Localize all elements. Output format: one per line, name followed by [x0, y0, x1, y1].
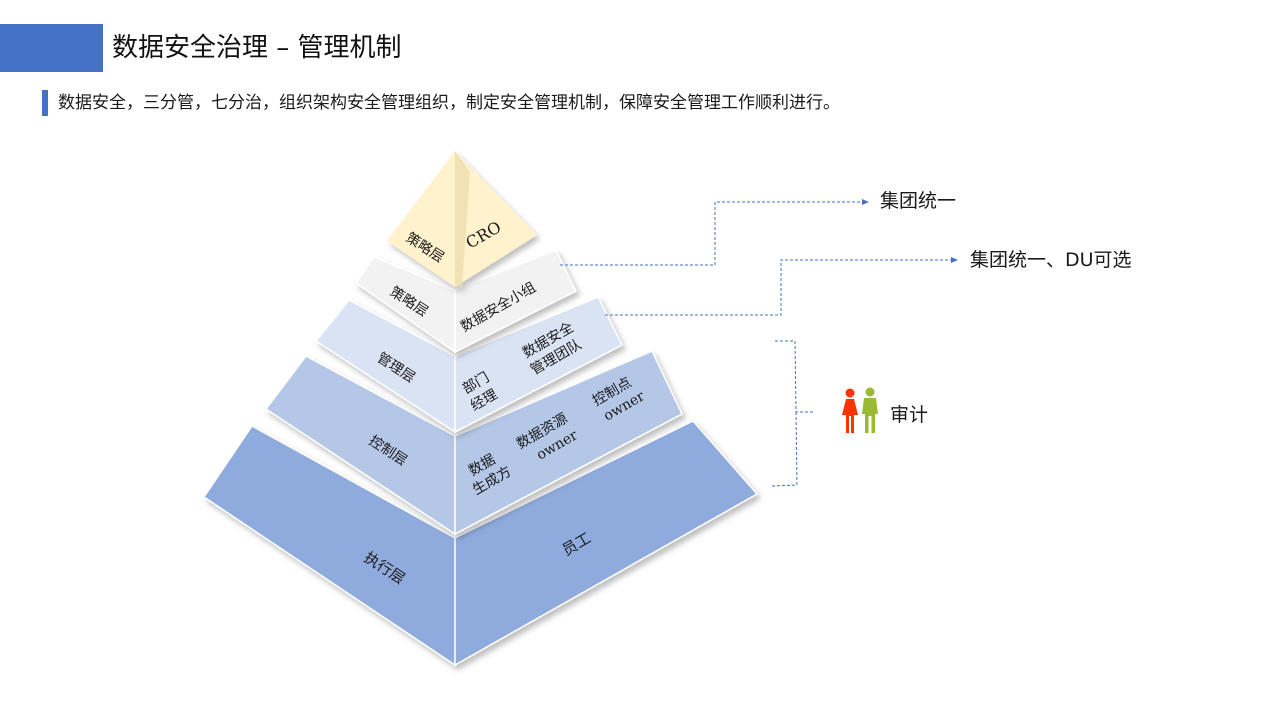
- title-accent-bar: [0, 24, 103, 72]
- pyramid-apex: [387, 151, 537, 287]
- pyramid-level-execution: [202, 420, 759, 667]
- page-title: 数据安全治理 – 管理机制: [112, 33, 402, 63]
- connector-group-unified: [560, 199, 869, 266]
- audit-bracket: [771, 340, 815, 487]
- annotation-group-du: 集团统一、DU可选: [970, 249, 1132, 271]
- connector-group-du: [605, 257, 958, 316]
- pyramid-level-strategy: [354, 249, 577, 354]
- annotation-audit: 审计: [890, 404, 928, 426]
- page-subtitle: 数据安全，三分管，七分治，组织架构安全管理组织，制定安全管理机制，保障安全管理工…: [58, 93, 840, 113]
- audit-people-icon: [842, 387, 878, 433]
- pyramid-level-management: [314, 296, 624, 434]
- annotation-group-unified: 集团统一: [880, 190, 956, 212]
- pyramid-level-control: [264, 350, 683, 536]
- subtitle-accent-bar: [42, 90, 48, 116]
